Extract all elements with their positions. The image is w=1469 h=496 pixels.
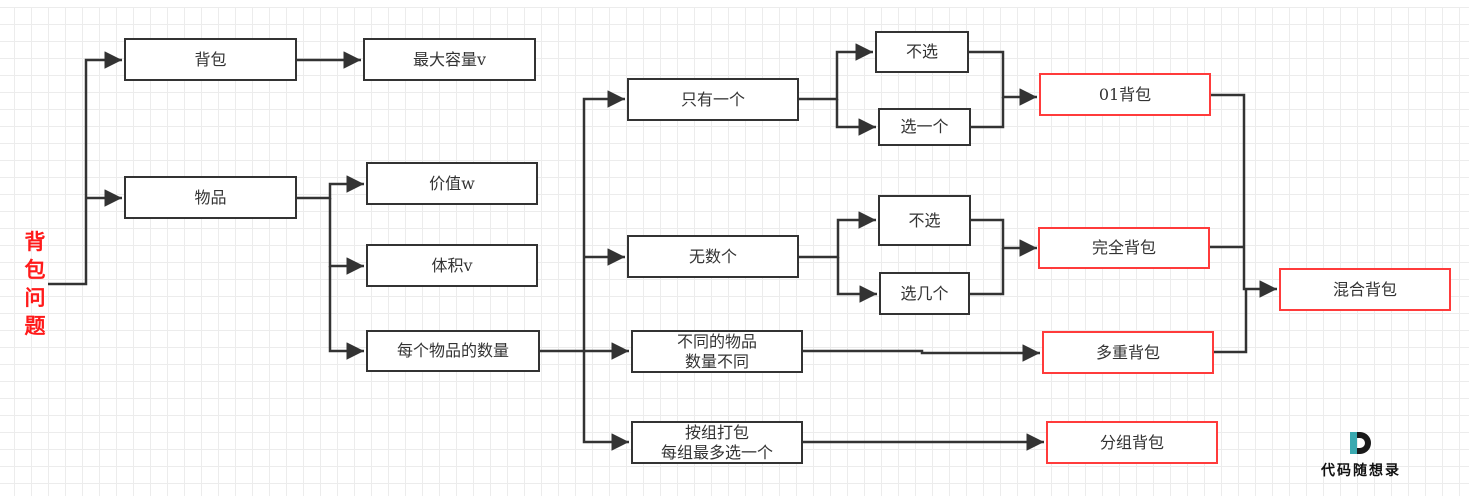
edge-items-count (328, 266, 364, 360)
edge-several-complete (970, 248, 1005, 296)
node-complete-knapsack[interactable]: 完全背包 (1038, 227, 1210, 269)
node-choose-several[interactable]: 选几个 (879, 272, 970, 315)
edge-not-complete (970, 218, 1037, 257)
node-line: 不同的物品 (676, 331, 757, 351)
logo-d-icon (1348, 430, 1374, 456)
node-not-choose-2[interactable]: 不选 (878, 195, 971, 246)
edge-root-bag (48, 51, 122, 286)
node-choose-one[interactable]: 选一个 (878, 108, 971, 146)
node-items[interactable]: 物品 (124, 176, 297, 219)
node-01-knapsack[interactable]: 01背包 (1039, 73, 1211, 116)
edge-01-mixed (1211, 93, 1277, 298)
edge-only-one-one (835, 99, 876, 136)
root-char: 包 (24, 257, 46, 282)
node-group-pack[interactable]: 按组打包 每组最多选一个 (631, 421, 803, 464)
node-infinite[interactable]: 无数个 (627, 235, 799, 278)
node-max-capacity[interactable]: 最大容量v (363, 38, 536, 81)
edge-diff-multiple (803, 344, 1040, 362)
node-line: 按组打包 (684, 422, 749, 442)
edge-inf-not (799, 211, 876, 259)
node-line: 每组最多选一个 (660, 442, 773, 462)
edge-items-volume (328, 198, 364, 275)
watermark-logo: 代码随想录 (1312, 430, 1410, 480)
node-multiple-knapsack[interactable]: 多重背包 (1042, 331, 1214, 374)
node-different-count[interactable]: 不同的物品 数量不同 (631, 330, 803, 373)
node-not-choose-1[interactable]: 不选 (875, 31, 969, 73)
root-title: 背 包 问 题 (22, 228, 48, 340)
edge-inf-several (836, 257, 877, 303)
node-group-knapsack[interactable]: 分组背包 (1046, 421, 1218, 464)
node-only-one[interactable]: 只有一个 (627, 78, 799, 121)
node-line: 数量不同 (684, 351, 749, 371)
edge-count-group (582, 351, 629, 451)
root-char: 问 (24, 285, 46, 310)
edge-items-value (297, 175, 364, 200)
root-char: 背 (24, 229, 46, 254)
node-bag[interactable]: 背包 (124, 38, 297, 81)
watermark-text: 代码随想录 (1321, 463, 1401, 479)
root-char: 题 (24, 313, 46, 338)
node-value[interactable]: 价值w (366, 162, 538, 205)
edge-count-only-one (539, 90, 625, 353)
edge-multiple-mixed (1214, 289, 1248, 354)
node-volume[interactable]: 体积v (366, 244, 538, 287)
node-mixed-knapsack[interactable]: 混合背包 (1279, 268, 1451, 311)
edge-only-one-not (799, 43, 873, 101)
edge-one-01 (971, 97, 1005, 129)
node-item-count[interactable]: 每个物品的数量 (366, 330, 540, 372)
edge-not-01 (968, 50, 1037, 106)
